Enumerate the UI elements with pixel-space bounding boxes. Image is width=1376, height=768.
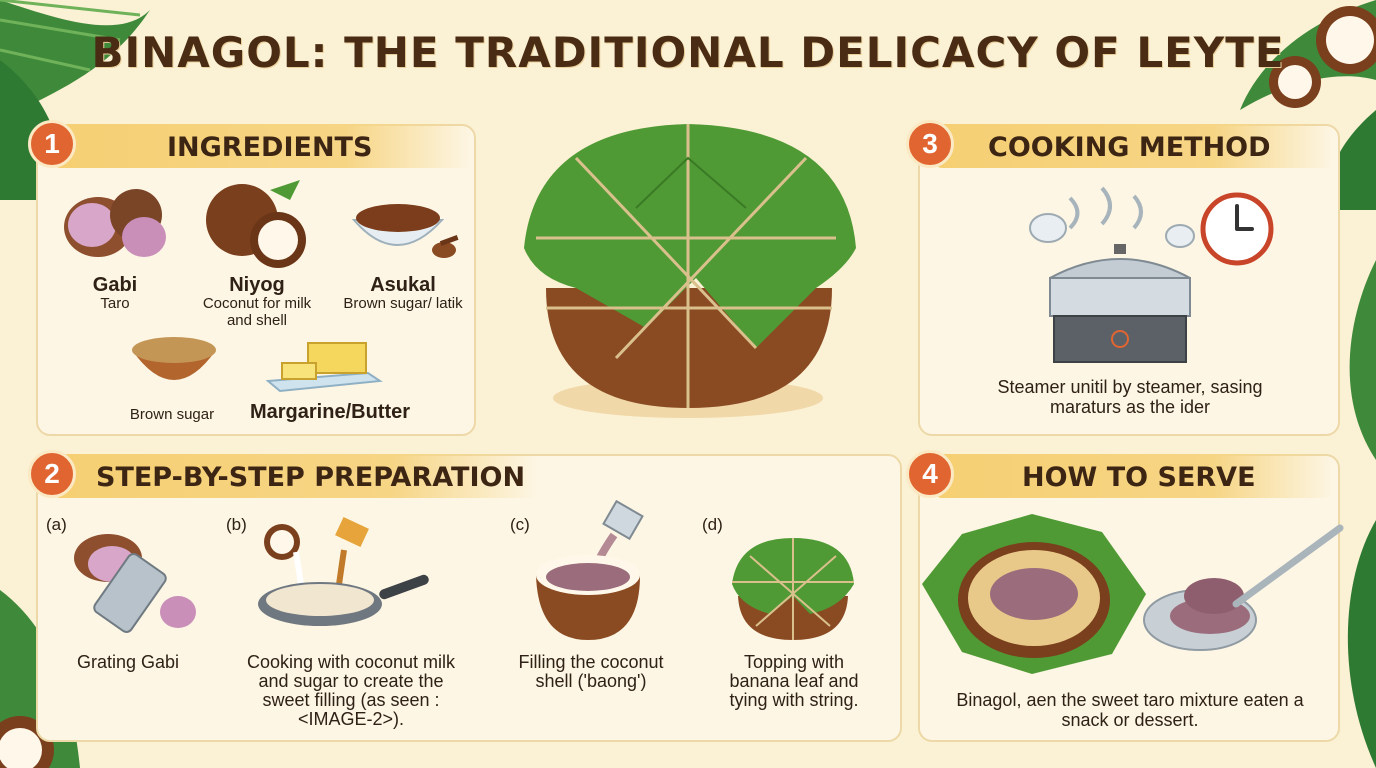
ingredient-brown-sugar: Brown sugar [129,406,215,423]
ingredients-panel [36,124,476,436]
palm-leaf-icon [1240,0,1376,210]
ingredient-desc: Taro [100,295,130,312]
wrapped-binagol-icon [524,124,856,418]
taro-icon [64,189,166,257]
ingredient-asukal: Asukal Brown sugar/ latik [342,274,464,312]
section-number-badge: 3 [906,120,954,168]
grater-icon [74,534,196,633]
cooking-description: Steamer unitil by steamer, sasing maratu… [997,377,1263,417]
ingredients-heading: INGREDIENTS [167,132,373,163]
ingredient-name: Gabi [92,274,138,296]
ingredient-name: Niyog [229,274,285,296]
ingredient-desc: Coconut for milk and shell [202,295,312,329]
step-d-text: Topping with banana leaf and tying with … [729,652,859,710]
served-binagol-icon [922,514,1146,674]
page-title: BINAGOL: THE TRADITIONAL DELICACY OF LEY… [91,28,1285,77]
serve-header: HOW TO SERVE [934,454,1334,498]
section-number-badge: 2 [28,450,76,498]
steamer-icon [1029,186,1195,363]
sugar-bowl-icon [351,204,459,258]
step-b-text: Cooking with coconut milk and sugar to c… [246,652,456,729]
butter-icon [265,342,383,393]
coconut-shell-icon [536,499,644,640]
step-c-text: Filling the coconut shell ('baong') [518,652,664,691]
step-letter: (c) [510,515,530,534]
step-letter: (b) [226,515,247,534]
step-letter: (a) [46,515,67,534]
ingredient-gabi: Gabi Taro [60,274,170,312]
step-a-text: Grating Gabi [76,652,180,672]
spoon-icon [1143,524,1344,651]
preparation-header: STEP-BY-STEP PREPARATION [52,454,538,498]
ingredient-name: Asukal [370,274,436,296]
ingredient-margarine: Margarine/Butter [249,401,411,423]
preparation-heading: STEP-BY-STEP PREPARATION [96,462,526,493]
ingredient-niyog: Niyog Coconut for milk and shell [192,274,322,329]
clock-icon [1200,192,1274,266]
section-number-badge: 1 [28,120,76,168]
section-number-badge: 4 [906,450,954,498]
pan-icon [258,517,429,626]
ingredients-header: INGREDIENTS [52,124,472,168]
ingredient-desc: Brown sugar/ latik [343,295,463,312]
wrapped-binagol-icon [732,538,854,640]
step-letter: (d) [702,515,723,534]
cooking-heading: COOKING METHOD [988,132,1271,163]
serve-description: Binagol, aen the sweet taro mixture eate… [956,690,1304,730]
sugar-bowl-icon [132,337,216,380]
cooking-header: COOKING METHOD [934,124,1334,168]
coconut-icon [206,180,306,268]
palm-leaf-icon [1347,260,1376,768]
serve-heading: HOW TO SERVE [1022,462,1256,493]
